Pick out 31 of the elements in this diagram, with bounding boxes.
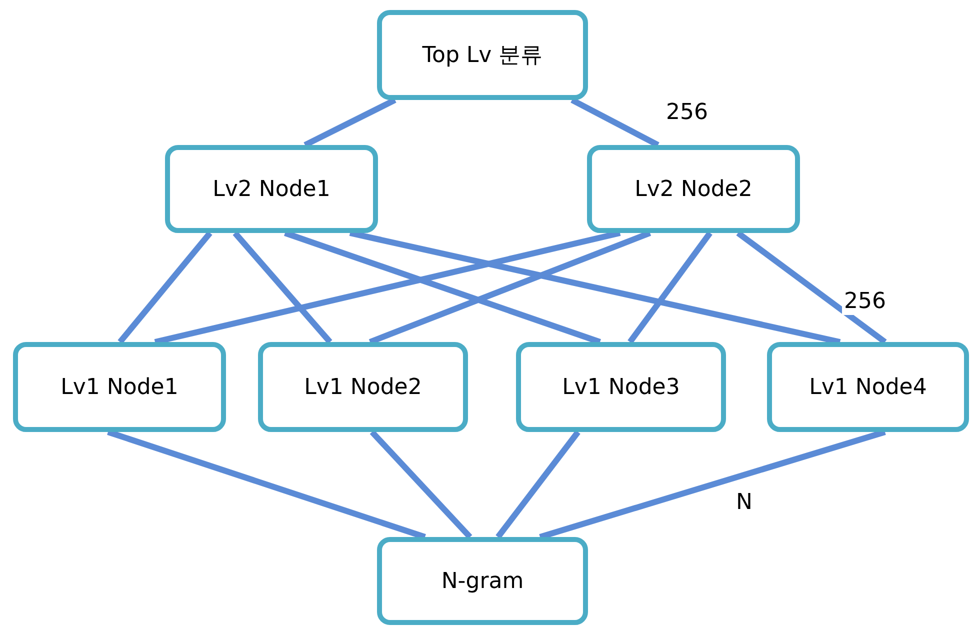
node-label: Lv1 Node3 [562,374,680,400]
node-box [377,537,588,625]
connector-line [304,97,396,148]
connector-line [118,231,212,344]
node-label: Lv2 Node2 [634,176,752,202]
connector-line [570,97,660,148]
node-label: Lv1 Node4 [809,374,927,400]
node-label: N-gram [441,568,524,594]
node-box [13,342,226,432]
connector-line [154,230,621,345]
node-box [516,342,726,432]
connector-line [107,429,426,540]
node-box [165,145,378,233]
node-box [587,145,800,233]
edge-label: 256 [842,289,888,315]
node-label: Lv2 Node1 [212,176,330,202]
node-label: Top Lv 분류 [422,42,543,70]
connector-line [628,231,712,344]
connector-line [496,430,580,539]
connector-line [736,230,887,344]
connector-line [368,230,652,345]
connector-line [349,230,841,345]
connector-line [539,429,886,540]
connector-line [370,430,472,540]
node-label: Lv1 Node2 [304,374,422,400]
node-box [767,342,969,432]
connector-line [232,231,332,344]
node-label: Lv1 Node1 [60,374,178,400]
node-box [377,10,588,100]
connector-line [284,230,601,345]
node-box [258,342,468,432]
